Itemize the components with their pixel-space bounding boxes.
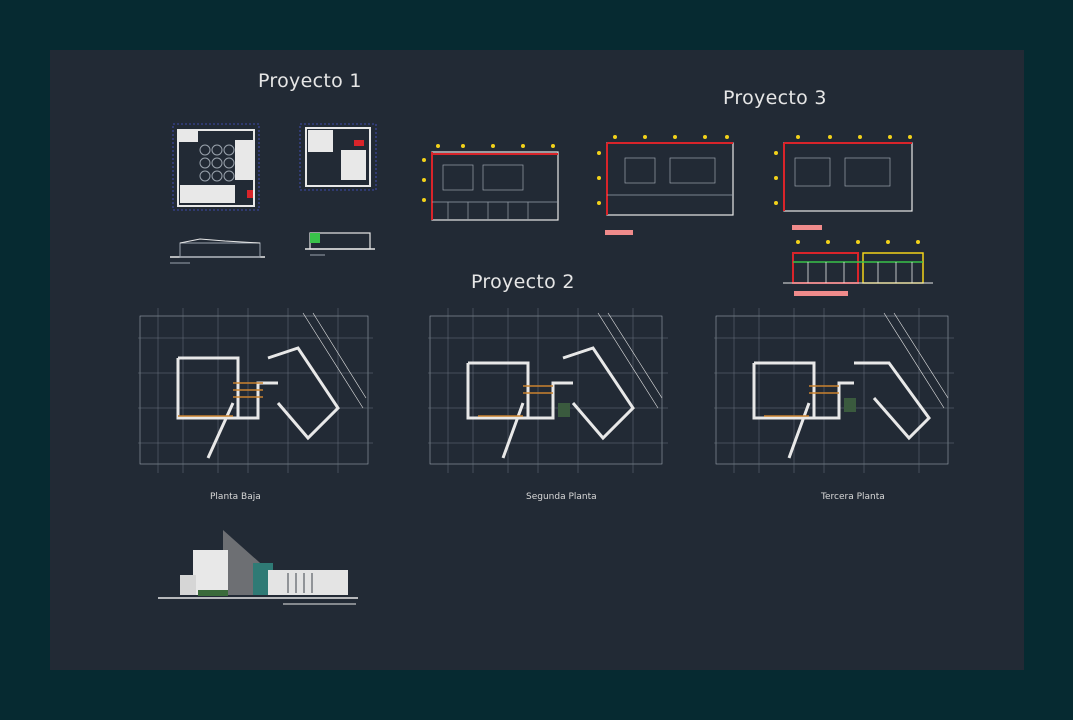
project-2-title: Proyecto 2 [471,271,575,293]
project-3-title: Proyecto 3 [723,87,827,109]
p3-plan-2[interactable] [595,133,740,238]
p2-3d-render[interactable] [158,525,358,610]
p2-plan-tercera-planta[interactable] [714,308,954,473]
p1-section-right[interactable] [305,225,380,260]
p1-plan-small[interactable] [296,120,381,195]
p3-plan-3[interactable] [770,133,920,233]
p2-plan-planta-baja[interactable] [138,308,373,473]
p1-section-left[interactable] [170,235,270,265]
p1-plan-large[interactable] [165,120,265,215]
p3-plan-1[interactable] [418,140,563,225]
p3-elevation[interactable] [778,238,938,298]
drawing-canvas[interactable]: Proyecto 1 Proyecto 3 Proyecto 2 [50,50,1024,670]
p2-plan-segunda-planta[interactable] [428,308,668,473]
caption-segunda-planta: Segunda Planta [526,492,597,502]
caption-planta-baja: Planta Baja [210,492,261,502]
caption-tercera-planta: Tercera Planta [821,492,885,502]
project-1-title: Proyecto 1 [258,70,362,92]
